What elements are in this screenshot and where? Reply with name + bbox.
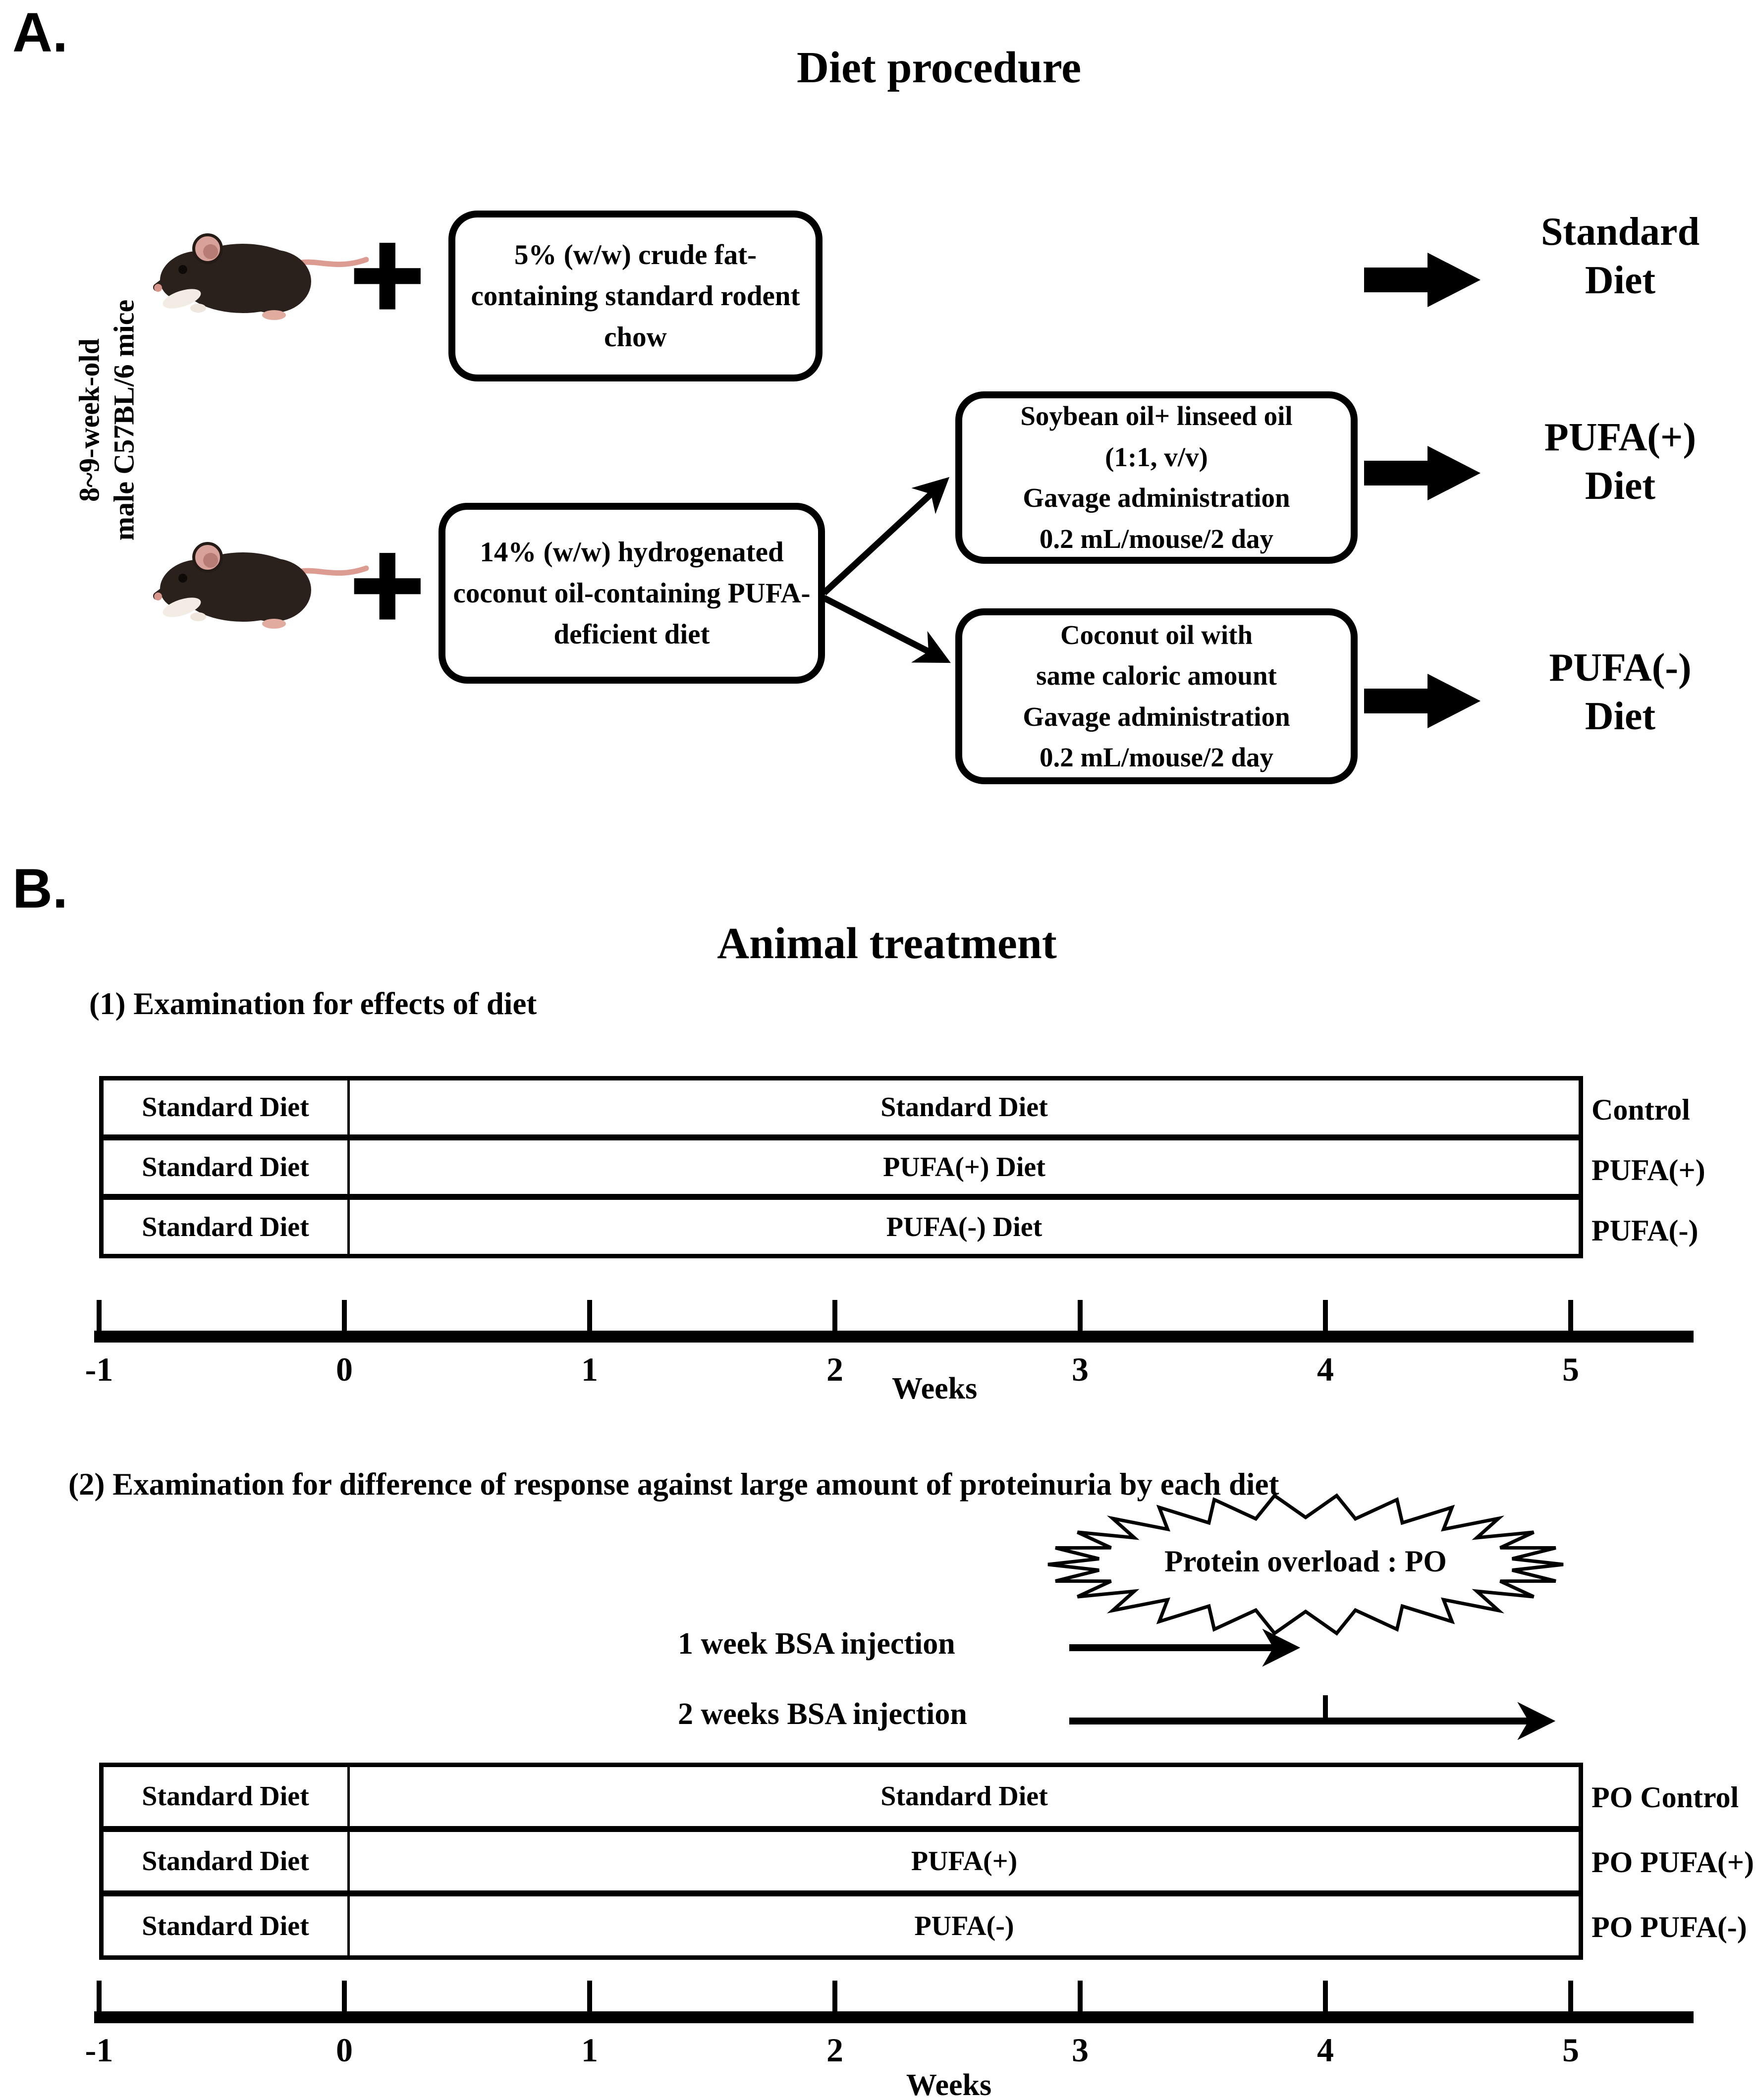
axis-tick bbox=[1323, 1300, 1328, 1332]
pre-diet-cell: Standard Diet bbox=[104, 1080, 350, 1134]
axis-tick-label: 2 bbox=[826, 2031, 843, 2069]
pufa-deficient-box: 14% (w/w) hydrogenated coconut oil-conta… bbox=[439, 503, 825, 684]
axis-tick-label: 5 bbox=[1562, 2031, 1579, 2069]
arrow-right-icon bbox=[1364, 674, 1481, 728]
axis-tick bbox=[832, 1981, 837, 2012]
group-label: PUFA(+) bbox=[1591, 1154, 1705, 1186]
coconut-oil-box: Coconut oil with same caloric amount Gav… bbox=[955, 608, 1358, 784]
axis-tick bbox=[587, 1981, 592, 2012]
injection2-arrow bbox=[1069, 1695, 1556, 1740]
axis-tick-label: 5 bbox=[1562, 1350, 1579, 1388]
timeline-axis bbox=[94, 2011, 1694, 2023]
table-row: Standard Diet PUFA(+) bbox=[104, 1826, 1579, 1891]
main-diet-cell: PUFA(+) bbox=[911, 1846, 1018, 1877]
table-row: Standard Diet Standard Diet bbox=[104, 1767, 1579, 1826]
injection1-arrow bbox=[1069, 1629, 1301, 1667]
axis-tick bbox=[97, 1300, 102, 1332]
axis-tick bbox=[1323, 1981, 1328, 2012]
mouse-icon bbox=[146, 218, 369, 327]
axis-title: Weeks bbox=[906, 2068, 992, 2100]
group-label: Control bbox=[1591, 1093, 1690, 1126]
axis-tick bbox=[832, 1300, 837, 1332]
section1-heading: (1) Examination for effects of diet bbox=[89, 986, 537, 1021]
main-diet-cell: PUFA(-) Diet bbox=[886, 1211, 1043, 1242]
plus-icon: + bbox=[344, 215, 432, 331]
axis-tick-label: 0 bbox=[336, 2031, 353, 2069]
pre-diet-cell: Standard Diet bbox=[104, 1896, 350, 1956]
proteinuria-table: Standard Diet Standard Diet Standard Die… bbox=[99, 1763, 1583, 1960]
axis-tick-label: 1 bbox=[581, 2031, 598, 2069]
axis-tick-label: 4 bbox=[1317, 2031, 1334, 2069]
panel-a-title: Diet procedure bbox=[796, 43, 1082, 92]
axis-tick-label: 0 bbox=[336, 1350, 353, 1388]
axis-tick bbox=[1078, 1300, 1083, 1332]
pre-diet-cell: Standard Diet bbox=[104, 1767, 350, 1826]
group-label: PO PUFA(-) bbox=[1591, 1911, 1747, 1943]
axis-tick-label: 3 bbox=[1072, 2031, 1089, 2069]
axis-tick-label: 2 bbox=[826, 1350, 843, 1388]
outcome-standard-diet: Standard Diet bbox=[1540, 210, 1700, 302]
section2-heading: (2) Examination for difference of respon… bbox=[68, 1467, 1279, 1502]
axis-tick bbox=[1568, 1300, 1573, 1332]
outcome-pufa-minus-diet: PUFA(-) Diet bbox=[1549, 646, 1692, 738]
axis-tick bbox=[97, 1981, 102, 2012]
panel-a-letter: A. bbox=[12, 1, 68, 63]
axis-tick bbox=[1568, 1981, 1573, 2012]
injection2-label: 2 weeks BSA injection bbox=[678, 1697, 967, 1731]
axis-tick-label: -1 bbox=[85, 1350, 113, 1388]
panel-b-title: Animal treatment bbox=[717, 919, 1057, 968]
pre-diet-cell: Standard Diet bbox=[104, 1140, 350, 1194]
pre-diet-cell: Standard Diet bbox=[104, 1831, 350, 1891]
panel-b-letter: B. bbox=[12, 858, 68, 919]
main-diet-cell: Standard Diet bbox=[880, 1781, 1048, 1812]
group-label: PO PUFA(+) bbox=[1591, 1846, 1754, 1879]
timeline-axis bbox=[94, 1331, 1694, 1343]
fork-arrows bbox=[822, 477, 951, 663]
mouse-icon bbox=[146, 527, 369, 636]
axis-tick bbox=[342, 1981, 347, 2012]
standard-chow-box: 5% (w/w) crude fat-containing standard r… bbox=[448, 211, 823, 381]
arrow-right-icon bbox=[1364, 446, 1481, 500]
main-diet-cell: PUFA(-) bbox=[914, 1910, 1014, 1941]
main-diet-cell: PUFA(+) Diet bbox=[883, 1152, 1045, 1183]
axis-tick bbox=[587, 1300, 592, 1332]
group-label: PO Control bbox=[1591, 1781, 1739, 1814]
protein-overload-label: Protein overload : PO bbox=[1164, 1545, 1447, 1578]
outcome-pufa-plus-diet: PUFA(+) Diet bbox=[1544, 416, 1697, 508]
group-label: PUFA(-) bbox=[1591, 1214, 1699, 1247]
diet-effects-table: Standard Diet Standard Diet Standard Die… bbox=[99, 1076, 1583, 1258]
axis-tick-label: 1 bbox=[581, 1350, 598, 1388]
axis-tick bbox=[342, 1300, 347, 1332]
mice-age-strain-label: 8~9-week-old male C57BL/6 mice bbox=[73, 299, 140, 541]
plus-icon: + bbox=[344, 526, 432, 641]
soybean-linseed-box: Soybean oil+ linseed oil (1:1, v/v) Gava… bbox=[955, 391, 1358, 564]
axis-tick-label: 3 bbox=[1072, 1350, 1089, 1388]
injection1-label: 1 week BSA injection bbox=[678, 1627, 955, 1661]
table-row: Standard Diet PUFA(+) Diet bbox=[104, 1134, 1579, 1194]
table-row: Standard Diet PUFA(-) Diet bbox=[104, 1194, 1579, 1254]
pre-diet-cell: Standard Diet bbox=[104, 1200, 350, 1254]
axis-tick bbox=[1078, 1981, 1083, 2012]
axis-title: Weeks bbox=[892, 1372, 978, 1405]
table-row: Standard Diet Standard Diet bbox=[104, 1080, 1579, 1134]
axis-tick-label: 4 bbox=[1317, 1350, 1334, 1388]
main-diet-cell: Standard Diet bbox=[880, 1092, 1048, 1123]
protein-overload-burst bbox=[1047, 1493, 1564, 1636]
axis-tick-label: -1 bbox=[85, 2031, 113, 2069]
table-row: Standard Diet PUFA(-) bbox=[104, 1890, 1579, 1956]
arrow-right-icon bbox=[1364, 253, 1481, 307]
